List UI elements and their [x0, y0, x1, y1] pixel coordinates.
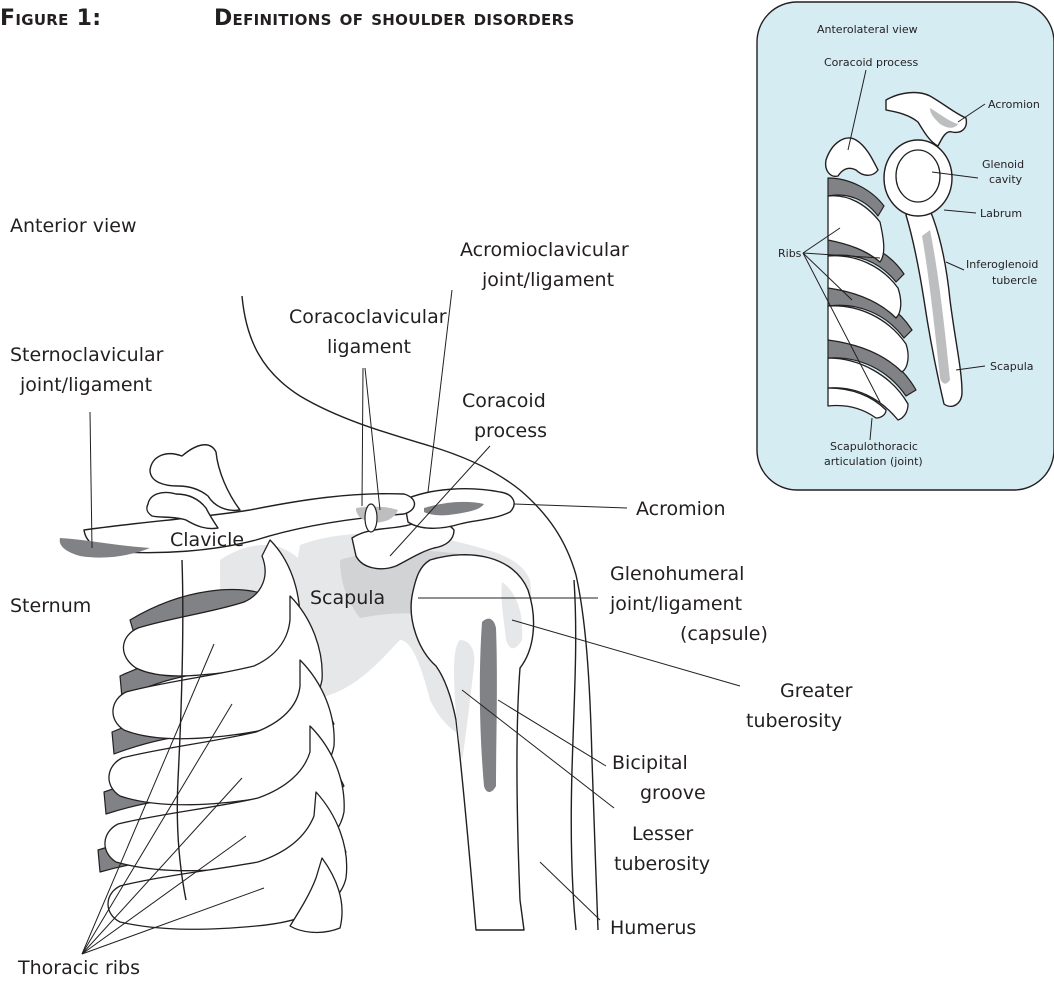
label-glenohumeral-2: joint/ligament	[609, 593, 742, 615]
leader-acromion	[514, 504, 627, 508]
label-greater-tuberosity-1: Greater	[780, 680, 853, 702]
inset-label-inferoglenoid-2: tubercle	[992, 274, 1037, 287]
label-coracoclavicular-1: Coracoclavicular	[289, 306, 447, 328]
label-lesser-tuberosity-2: tuberosity	[614, 853, 710, 875]
inset-label-glenoid-2: cavity	[989, 173, 1023, 186]
label-coracoid-2: process	[474, 420, 547, 442]
label-scapula: Scapula	[310, 587, 385, 609]
coracoclavicular-ligament-mark	[365, 504, 377, 532]
inset-label-glenoid-1: Glenoid	[982, 158, 1024, 171]
label-clavicle: Clavicle	[170, 529, 244, 551]
inset-label-acromion: Acromion	[988, 98, 1040, 111]
label-thoracic-ribs: Thoracic ribs	[17, 957, 140, 979]
label-glenohumeral-3: (capsule)	[680, 623, 768, 645]
label-humerus: Humerus	[610, 917, 696, 939]
label-sternum: Sternum	[10, 595, 91, 617]
leader-coracoclavicular-1	[362, 368, 363, 506]
anterior-view: Anterior view Sternoclavicular joint/lig…	[10, 215, 853, 979]
label-acromioclavicular-1: Acromioclavicular	[460, 239, 629, 261]
label-bicipital-groove-2: groove	[640, 782, 706, 804]
inset-label-ribs: Ribs	[778, 247, 802, 260]
view-label-anterior: Anterior view	[10, 215, 137, 237]
inset-label-labrum: Labrum	[980, 207, 1022, 220]
inset-background	[757, 2, 1054, 490]
label-lesser-tuberosity-1: Lesser	[632, 823, 693, 845]
label-glenohumeral-1: Glenohumeral	[610, 563, 744, 585]
label-bicipital-groove-1: Bicipital	[612, 752, 688, 774]
label-coracoid-1: Coracoid	[462, 390, 546, 412]
inset-label-scapulothoracic-1: Scapulothoracic	[830, 440, 918, 453]
label-greater-tuberosity-2: tuberosity	[746, 710, 842, 732]
label-sternoclavicular-2: joint/ligament	[19, 374, 152, 396]
label-acromioclavicular-2: joint/ligament	[481, 269, 614, 291]
label-acromion: Acromion	[636, 498, 726, 520]
leader-humerus	[540, 862, 600, 920]
inset-panel: Anterolateral view Coracoid process Acro…	[757, 2, 1054, 490]
leader-coracoclavicular-2	[365, 368, 380, 510]
inset-label-coracoid: Coracoid process	[824, 56, 919, 69]
humerus-lateral-edge	[571, 580, 576, 930]
inset-view-label: Anterolateral view	[817, 23, 918, 36]
leader-sternoclavicular	[90, 412, 92, 548]
label-sternoclavicular-1: Sternoclavicular	[10, 344, 164, 366]
inset-glenoid-cavity	[896, 150, 940, 202]
inset-label-inferoglenoid-1: Inferoglenoid	[966, 258, 1038, 271]
inset-label-scapulothoracic-2: articulation (joint)	[824, 455, 923, 468]
inset-label-scapula: Scapula	[990, 360, 1034, 373]
label-coracoclavicular-2: ligament	[327, 336, 411, 358]
